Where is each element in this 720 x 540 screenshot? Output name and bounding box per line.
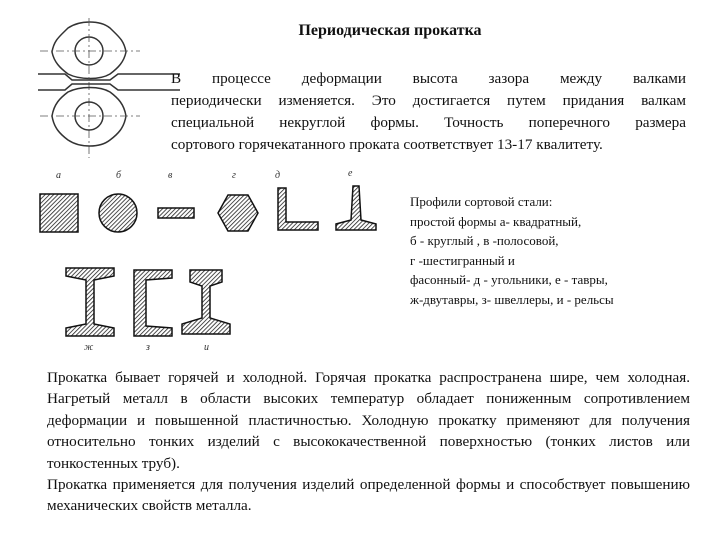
body-text: Прокатка бывает горячей и холодной. Горя…: [47, 367, 690, 517]
rolling-rolls-diagram: [38, 18, 180, 158]
rail-profile: [181, 269, 231, 335]
label-a: а: [56, 170, 61, 181]
label-b: б: [116, 170, 122, 181]
profile-legend: Профили сортовой стали: простой формы а-…: [410, 192, 700, 309]
hexagon-profile: [217, 194, 259, 232]
channel-profile: [133, 269, 173, 337]
profiles-row-1: [39, 185, 377, 233]
round-profile: [98, 193, 138, 233]
intro-line: сортового горячекатанного проката соотве…: [171, 136, 603, 153]
tee-profile: [335, 185, 377, 231]
square-profile: [39, 193, 79, 233]
label-e: е: [348, 168, 353, 179]
legend-line: Профили сортовой стали:: [410, 194, 553, 209]
rolled-strip: [38, 73, 180, 91]
legend-line: г -шестигранный и: [410, 252, 515, 268]
label-zh: ж: [84, 342, 94, 353]
intro-line: В процессе деформации высота зазора межд…: [171, 70, 686, 87]
label-i: и: [204, 342, 209, 353]
i-beam-profile: [65, 267, 115, 337]
legend-line: простой формы а- квадратный,: [410, 213, 582, 229]
intro-line: периодически изменяется. Это достигается…: [171, 92, 686, 109]
page-title: Периодическая прокатка: [298, 22, 482, 39]
intro-text: В процессе деформации высота зазора межд…: [171, 68, 686, 156]
label-z: з: [146, 342, 150, 353]
legend-line: ж-двутавры, з- швеллеры, и - рельсы: [410, 291, 614, 307]
body-paragraph: Прокатка применяется для получения издел…: [47, 476, 690, 515]
profiles-row-2: [65, 267, 231, 337]
angle-profile: [277, 187, 319, 231]
legend-line: фасонный- д - угольники, е - тавры,: [410, 272, 608, 287]
label-v: в: [168, 170, 173, 181]
intro-line: специальной некруглой формы. Точность по…: [171, 114, 686, 131]
body-paragraph: Прокатка бывает горячей и холодной. Горя…: [47, 369, 690, 472]
legend-line: б - круглый , в -полосовой,: [410, 233, 559, 248]
label-g: г: [232, 170, 236, 181]
label-d: д: [275, 170, 281, 181]
flat-profile: [157, 207, 195, 219]
